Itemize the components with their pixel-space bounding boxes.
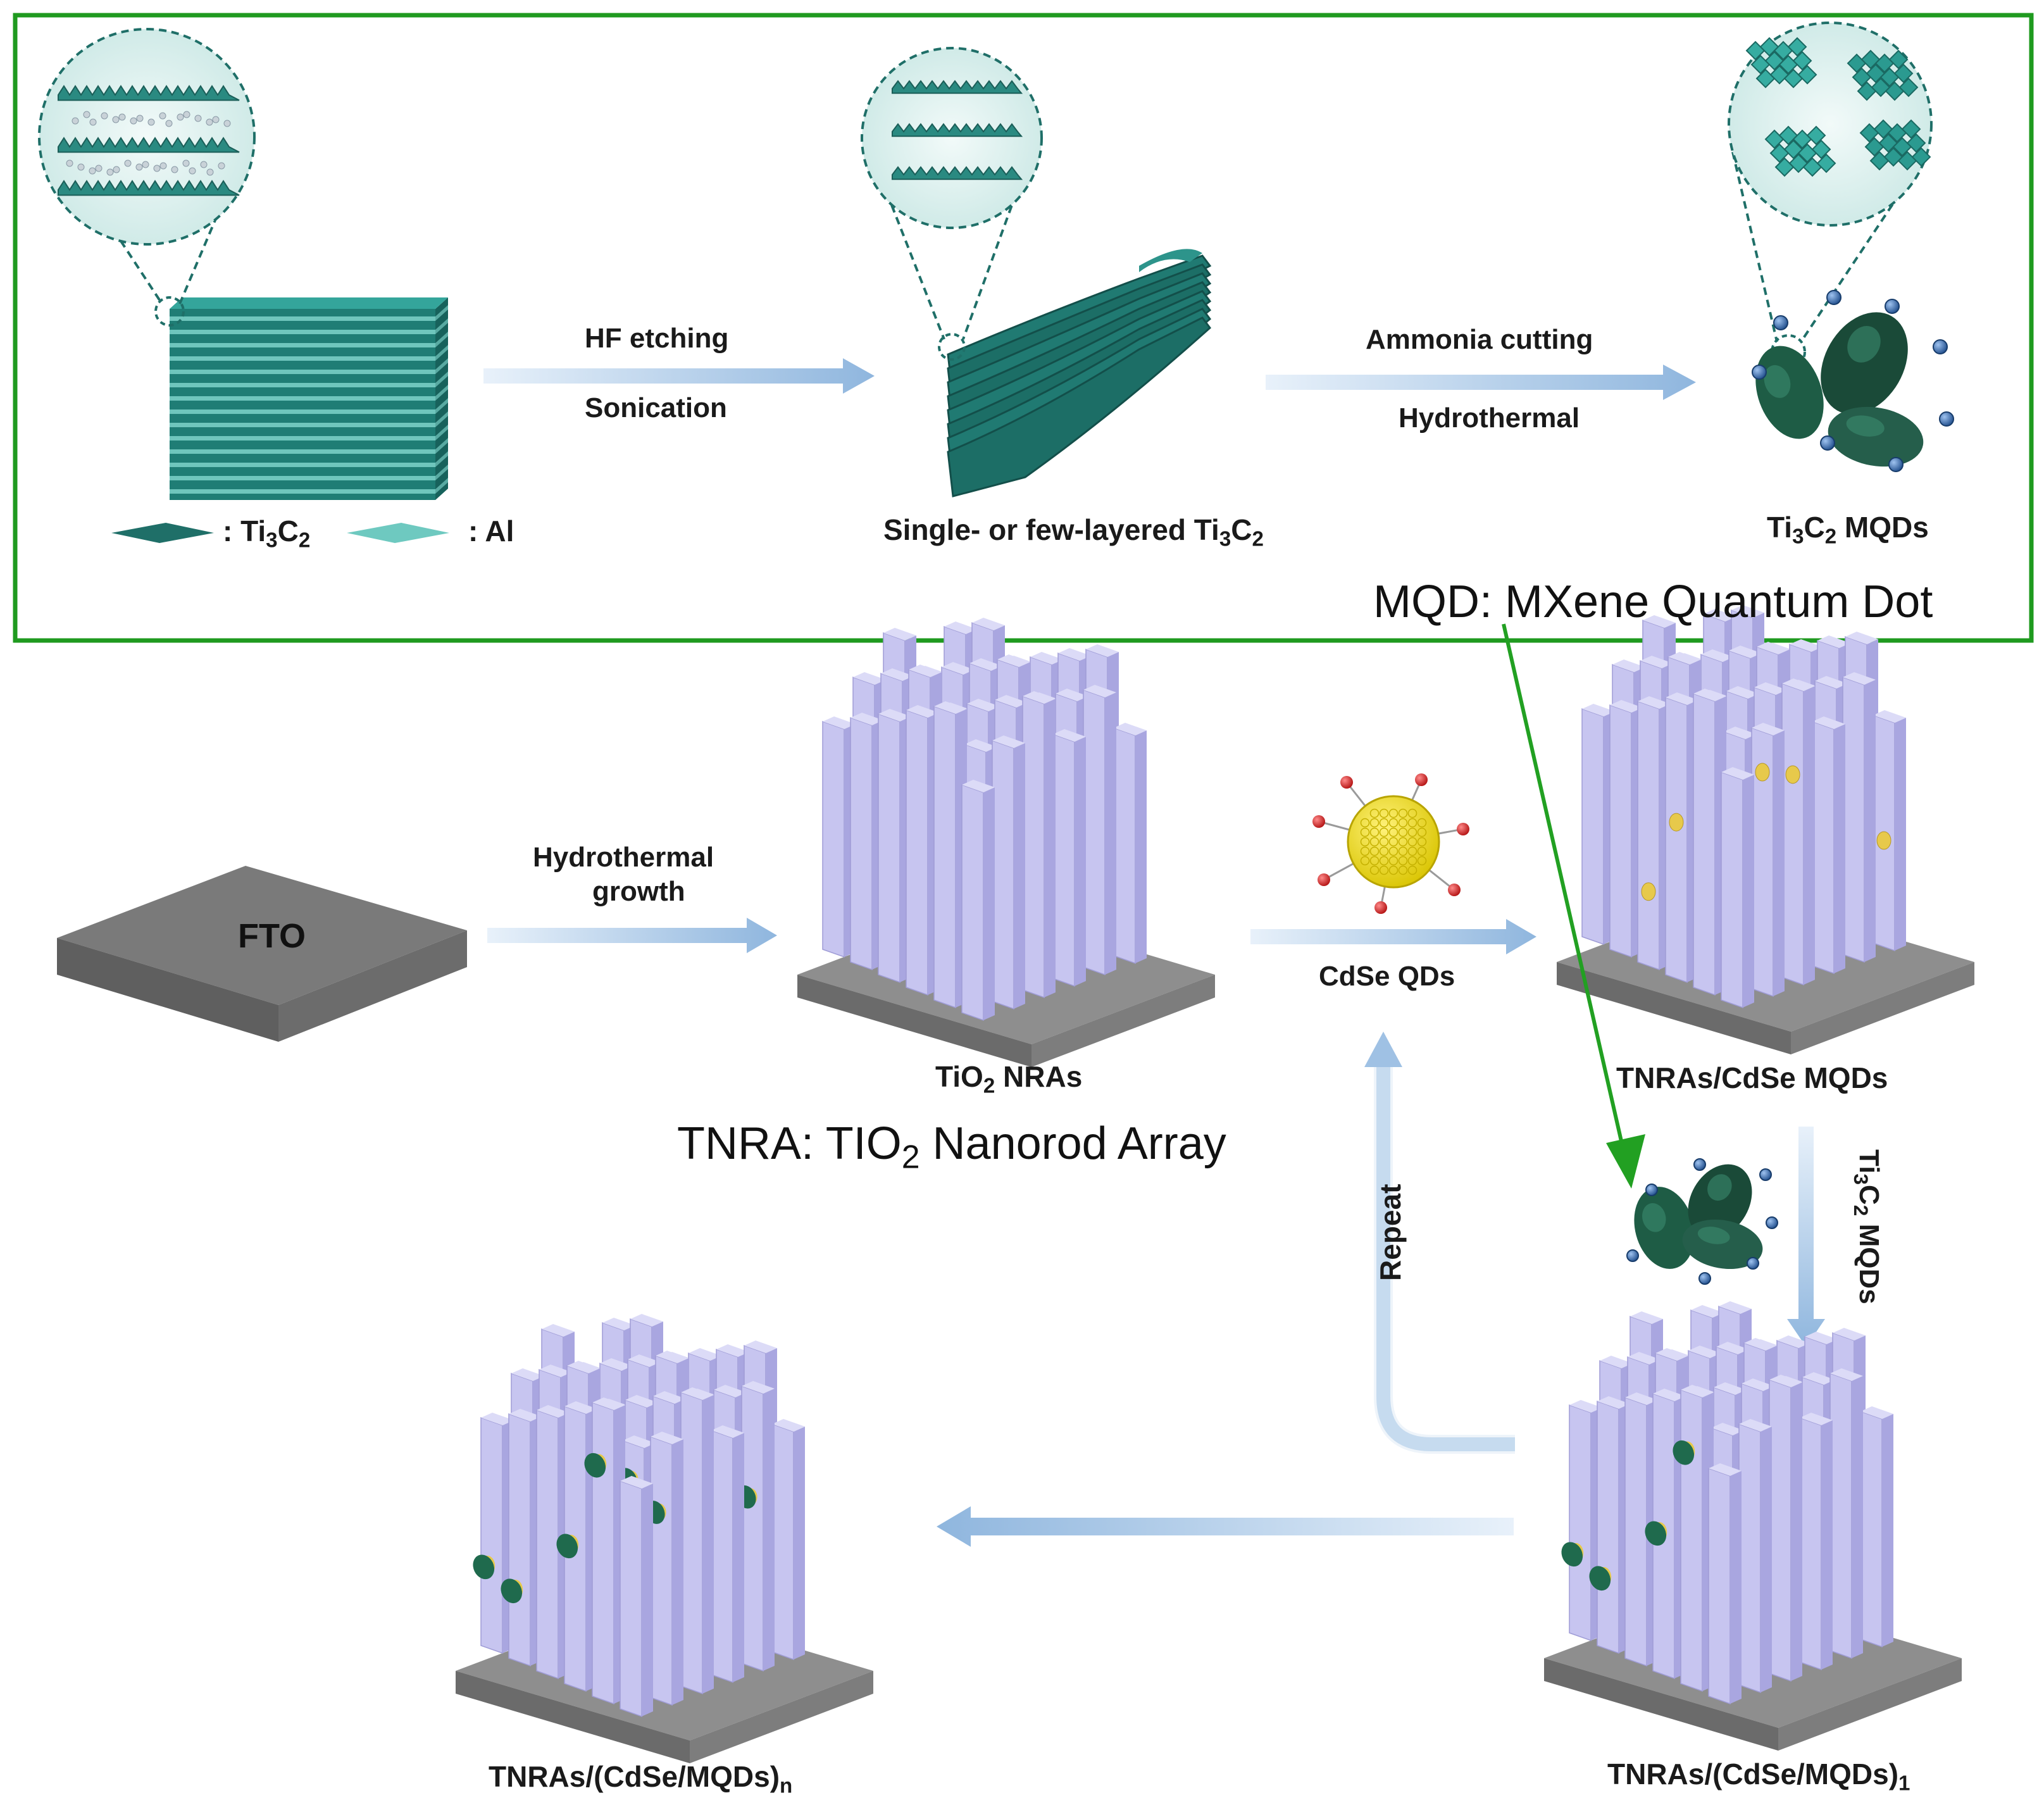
tnras-cdse-array <box>1557 605 1974 1054</box>
hydrothermal-label: Hydrothermal <box>1399 403 1580 434</box>
mqd-definition: MQD: MXene Quantum Dot <box>1373 577 1933 627</box>
max-phase-block <box>170 297 448 500</box>
arrow-repeat-to-n <box>937 1506 1514 1547</box>
repeat-label: Repeat <box>1374 1184 1407 1281</box>
tnras-cdse-mqds-label: TNRAs/CdSe MQDs <box>1616 1061 1888 1094</box>
top-panel-frame <box>13 13 2034 643</box>
arrow-ammonia-cutting <box>1266 365 1696 400</box>
ammonia-cutting-label: Ammonia cutting <box>1366 324 1593 355</box>
fto-label: FTO <box>238 917 306 955</box>
cdse-quantum-dot <box>1312 773 1469 914</box>
hf-etching-label: HF etching <box>585 323 729 354</box>
tio2-nras-label: TiO2 NRAs <box>935 1060 1083 1098</box>
tnras-cdse-mqds-n-array <box>456 1314 873 1763</box>
hydrothermal-growth-label-1: Hydrothermal <box>533 842 714 873</box>
arrow-mqd-loading <box>1787 1127 1825 1347</box>
side-mqd-label: Ti3C2 MQDs <box>1850 1149 1885 1304</box>
tnras-n-label: TNRAs/(CdSe/MQDs)n <box>489 1760 793 1798</box>
cdse-qds-label: CdSe QDs <box>1319 961 1455 992</box>
zoom-bubble-max <box>38 28 256 327</box>
tnras-1-label: TNRAs/(CdSe/MQDs)1 <box>1607 1758 1910 1796</box>
mqd-cluster-side <box>1626 1158 1778 1285</box>
legend <box>111 523 449 543</box>
layered-ti3c2-label: Single- or few-layered Ti3C2 <box>883 513 1264 551</box>
legend-ti3c2-swatch <box>111 523 214 543</box>
zoom-bubble-layered <box>861 47 1043 361</box>
arrow-hydrothermal-growth <box>487 918 777 953</box>
layered-ti3c2-sheets <box>947 249 1212 497</box>
sonication-label: Sonication <box>585 392 727 423</box>
hydrothermal-growth-label-2: growth <box>592 876 685 907</box>
tnras-cdse-mqds-1-array <box>1544 1301 1962 1751</box>
ti3c2-mqds-label: Ti3C2 MQDs <box>1767 511 1929 549</box>
tnra-definition: TNRA: TIO2 Nanorod Array <box>677 1118 1226 1175</box>
arrow-cdse-deposition <box>1250 919 1536 954</box>
legend-ti3c2-label: : Ti3C2 <box>223 515 311 553</box>
arrow-hf-etching <box>483 358 875 394</box>
tio2-nanorod-array <box>797 618 1215 1067</box>
mqd-cluster-top <box>1752 290 1954 472</box>
arrow-repeat <box>1364 1032 1515 1454</box>
legend-al-swatch <box>347 523 449 543</box>
legend-al-label: : Al <box>468 515 514 547</box>
zoom-bubble-mqd <box>1728 22 1933 370</box>
fto-substrate <box>57 866 467 1042</box>
annotation-arrow <box>1502 623 1645 1189</box>
